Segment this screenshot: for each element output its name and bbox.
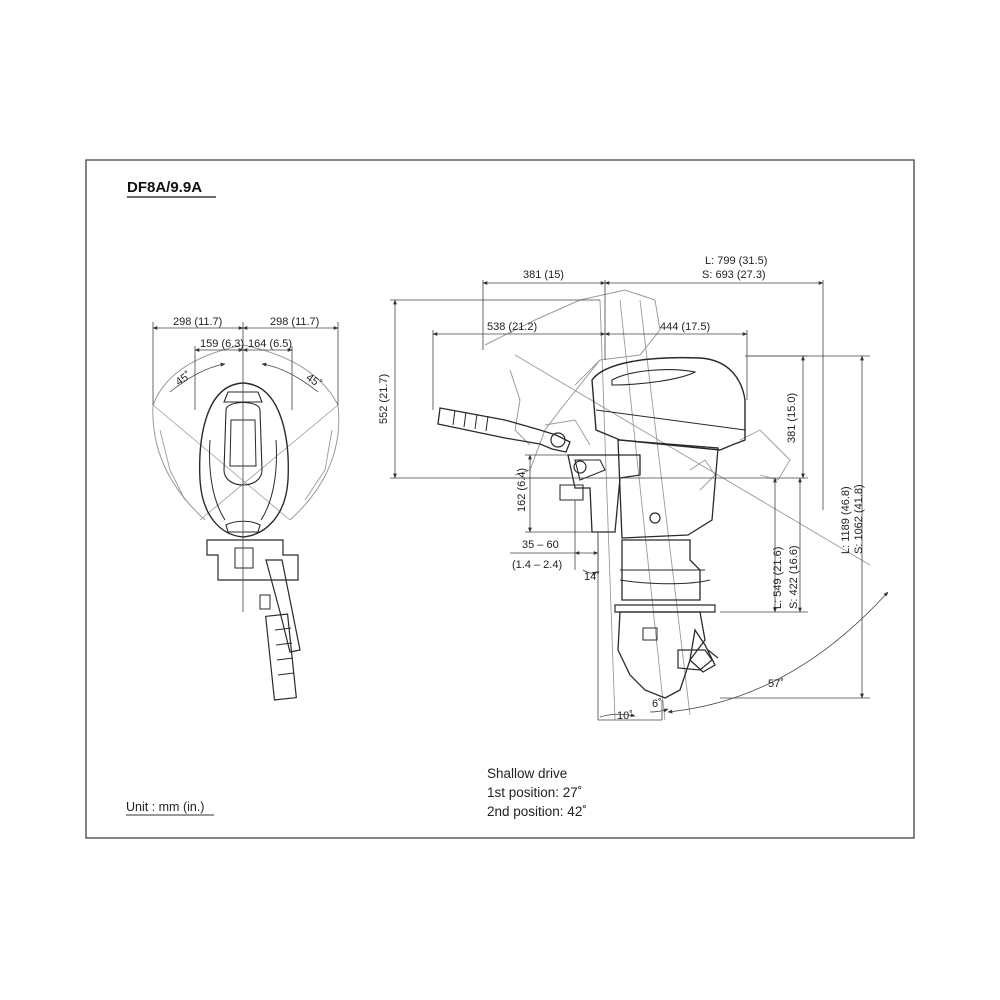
drawing-frame bbox=[85, 159, 915, 839]
front-clamp-bracket bbox=[206, 539, 299, 581]
side-tiller-handle bbox=[437, 407, 571, 453]
side-dim-clamp: 162 (6.4) bbox=[516, 468, 528, 512]
side-clamp-bracket bbox=[567, 454, 641, 533]
side-tilt-arc bbox=[667, 591, 889, 714]
unit-note: Unit : mm (in.) bbox=[126, 800, 204, 814]
front-dim-right-inner: 164 (6.5) bbox=[248, 338, 292, 350]
side-angle-6: 6˚ bbox=[652, 698, 662, 710]
side-dim-transom-mm: 35 – 60 bbox=[522, 539, 559, 551]
side-tilt-axis bbox=[514, 354, 871, 566]
side-tilted-ghost bbox=[484, 289, 661, 476]
side-dim-shaft-S: S: 422 (16.6) bbox=[788, 545, 800, 609]
side-dim-mid-right: 444 (17.5) bbox=[660, 321, 710, 333]
front-engine-cowl bbox=[199, 382, 289, 538]
side-dim-top-left: 381 (15) bbox=[523, 269, 564, 281]
front-dim-left-inner: 159 (6.3) bbox=[200, 338, 244, 350]
side-angle-10: 10˚ bbox=[617, 710, 633, 722]
side-midsection bbox=[617, 439, 719, 539]
side-propeller bbox=[689, 628, 716, 673]
front-dim-left-outer: 298 (11.7) bbox=[173, 316, 222, 328]
side-dim-mid-left: 538 (21.2) bbox=[487, 321, 537, 333]
side-dim-top-right-L: L: 799 (31.5) bbox=[705, 255, 767, 267]
side-dim-total-S: S: 1062 (41.8) bbox=[853, 484, 865, 554]
side-view: 381 (15) L: 799 (31.5) S: 693 (27.3) 538… bbox=[378, 255, 889, 722]
side-dim-shaft-L: L: 549 (21.6) bbox=[772, 547, 784, 609]
side-angle-trim: 14˚ bbox=[584, 571, 600, 583]
side-angle-tilt: 57˚ bbox=[768, 678, 784, 690]
front-tiller-handle bbox=[265, 559, 301, 653]
shallow-drive-note-line3: 2nd position: 42˚ bbox=[487, 804, 587, 819]
side-dim-top-right-S: S: 693 (27.3) bbox=[702, 269, 766, 281]
shallow-drive-note-line2: 1st position: 27˚ bbox=[487, 785, 582, 800]
shallow-drive-note-line1: Shallow drive bbox=[487, 766, 567, 781]
side-engine-cowl bbox=[591, 356, 746, 451]
front-angle-right: 45˚ bbox=[304, 372, 324, 391]
front-dim-right-outer: 298 (11.7) bbox=[270, 316, 319, 328]
side-dim-height-left: 552 (21.7) bbox=[378, 374, 390, 424]
model-title: DF8A/9.9A bbox=[127, 179, 202, 196]
side-dim-total-L: L: 1189 (46.8) bbox=[840, 486, 852, 554]
side-dim-cowl: 381 (15.0) bbox=[786, 393, 798, 443]
front-view: 298 (11.7) 298 (11.7) 159 (6.3) 164 (6.5… bbox=[152, 316, 340, 701]
side-dim-transom-in: (1.4 – 2.4) bbox=[512, 559, 562, 571]
front-angle-left: 45˚ bbox=[174, 369, 194, 388]
